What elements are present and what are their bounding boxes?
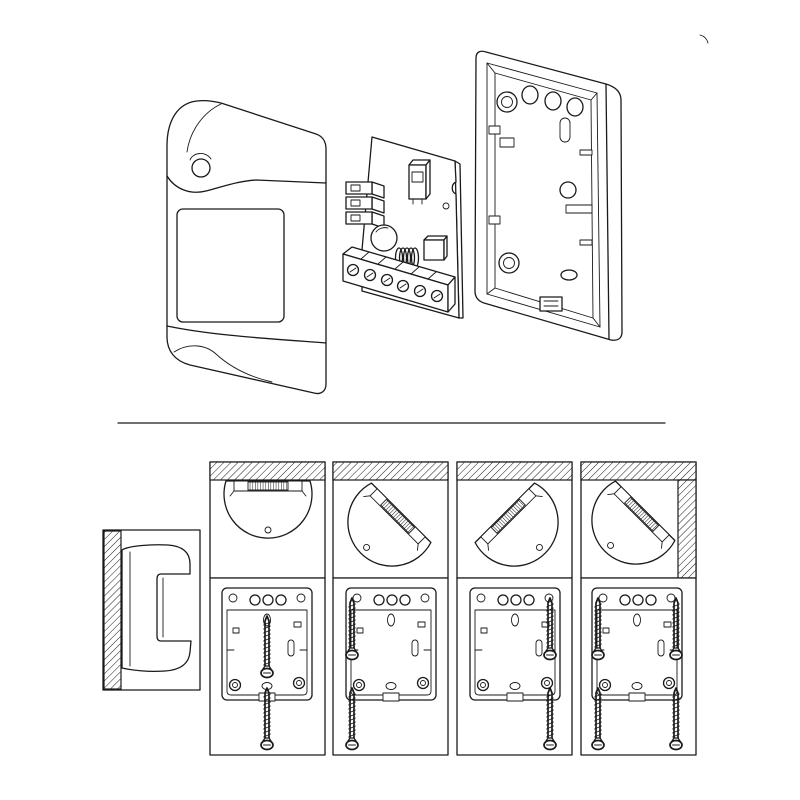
housing-bottom-latch	[539, 296, 563, 312]
relay-side	[425, 159, 431, 200]
terminal-block-dividers	[360, 251, 437, 280]
mounting-option-corner	[573, 461, 697, 756]
housing-center-hole	[559, 181, 577, 199]
side-view-detector-outline	[121, 544, 192, 673]
housing-slot	[559, 117, 571, 143]
housing-knockout	[566, 97, 584, 117]
cover-lower-line	[166, 325, 327, 344]
wall-hatch	[456, 461, 573, 481]
exploded-view	[166, 34, 709, 395]
housing-screw-boss-hole	[501, 96, 513, 108]
housing-latch-detail	[543, 300, 559, 307]
housing-left-ledge	[488, 125, 501, 135]
housing-depth-lines	[486, 62, 601, 328]
housing-left-ledge	[488, 215, 501, 225]
capacitor-body	[370, 224, 398, 252]
housing-bar	[565, 204, 593, 214]
housing-side-wall-edge	[605, 83, 610, 340]
board-sensor-block	[423, 235, 448, 261]
relay-leads	[412, 198, 423, 205]
mounting-option-angled-left	[456, 461, 577, 756]
terminal-screw-slots	[349, 267, 441, 299]
side-view-panel	[102, 529, 201, 691]
housing-screw-boss-hole	[503, 257, 515, 269]
housing-screw-boss	[498, 252, 520, 274]
base-plate-angled	[345, 587, 437, 702]
capacitor-highlight	[375, 227, 389, 233]
mounting-option-angled-right	[329, 461, 449, 756]
wall-hatch	[209, 461, 326, 481]
base-plate-angled	[469, 587, 561, 702]
housing-knockout	[544, 91, 562, 111]
board-mounting-hole	[442, 202, 450, 210]
sensor-block-front	[423, 239, 445, 261]
board-capacitor	[370, 224, 398, 252]
wall-hatch	[580, 461, 697, 481]
base-plate-flat	[221, 587, 313, 702]
cover-hood-line	[166, 175, 327, 193]
housing-right-rib	[579, 149, 593, 156]
cover-lens-dot	[191, 158, 211, 178]
board-relay	[408, 159, 431, 205]
housing-lower-hole	[560, 269, 578, 281]
connector-pin	[350, 199, 361, 207]
cover-bottom-swoosh	[173, 345, 273, 383]
cover-lens-arc	[189, 153, 212, 161]
sensor-block-side	[443, 235, 448, 261]
circuit-board	[342, 136, 464, 319]
connector-pin	[350, 214, 361, 222]
terminal-block	[342, 246, 456, 313]
cover-window	[176, 208, 285, 323]
mounting-option-flat-wall	[209, 461, 326, 756]
housing-screw-boss	[496, 91, 518, 113]
detector-cover	[166, 99, 327, 395]
wall-hatch	[332, 461, 449, 481]
cover-dome-edge	[186, 103, 222, 153]
side-view-wall	[103, 530, 122, 690]
base-plate-corner	[591, 587, 683, 702]
relay-window	[411, 171, 424, 183]
board-connector	[345, 181, 385, 229]
housing-knockout	[521, 85, 539, 105]
corner-wall-hatch	[677, 479, 697, 579]
base-housing	[474, 50, 623, 341]
terminal-block-end	[447, 276, 456, 313]
housing-right-rib	[579, 239, 593, 246]
housing-notch	[499, 137, 515, 148]
corner-tick-mark	[699, 34, 709, 44]
connector-pin	[350, 184, 361, 192]
